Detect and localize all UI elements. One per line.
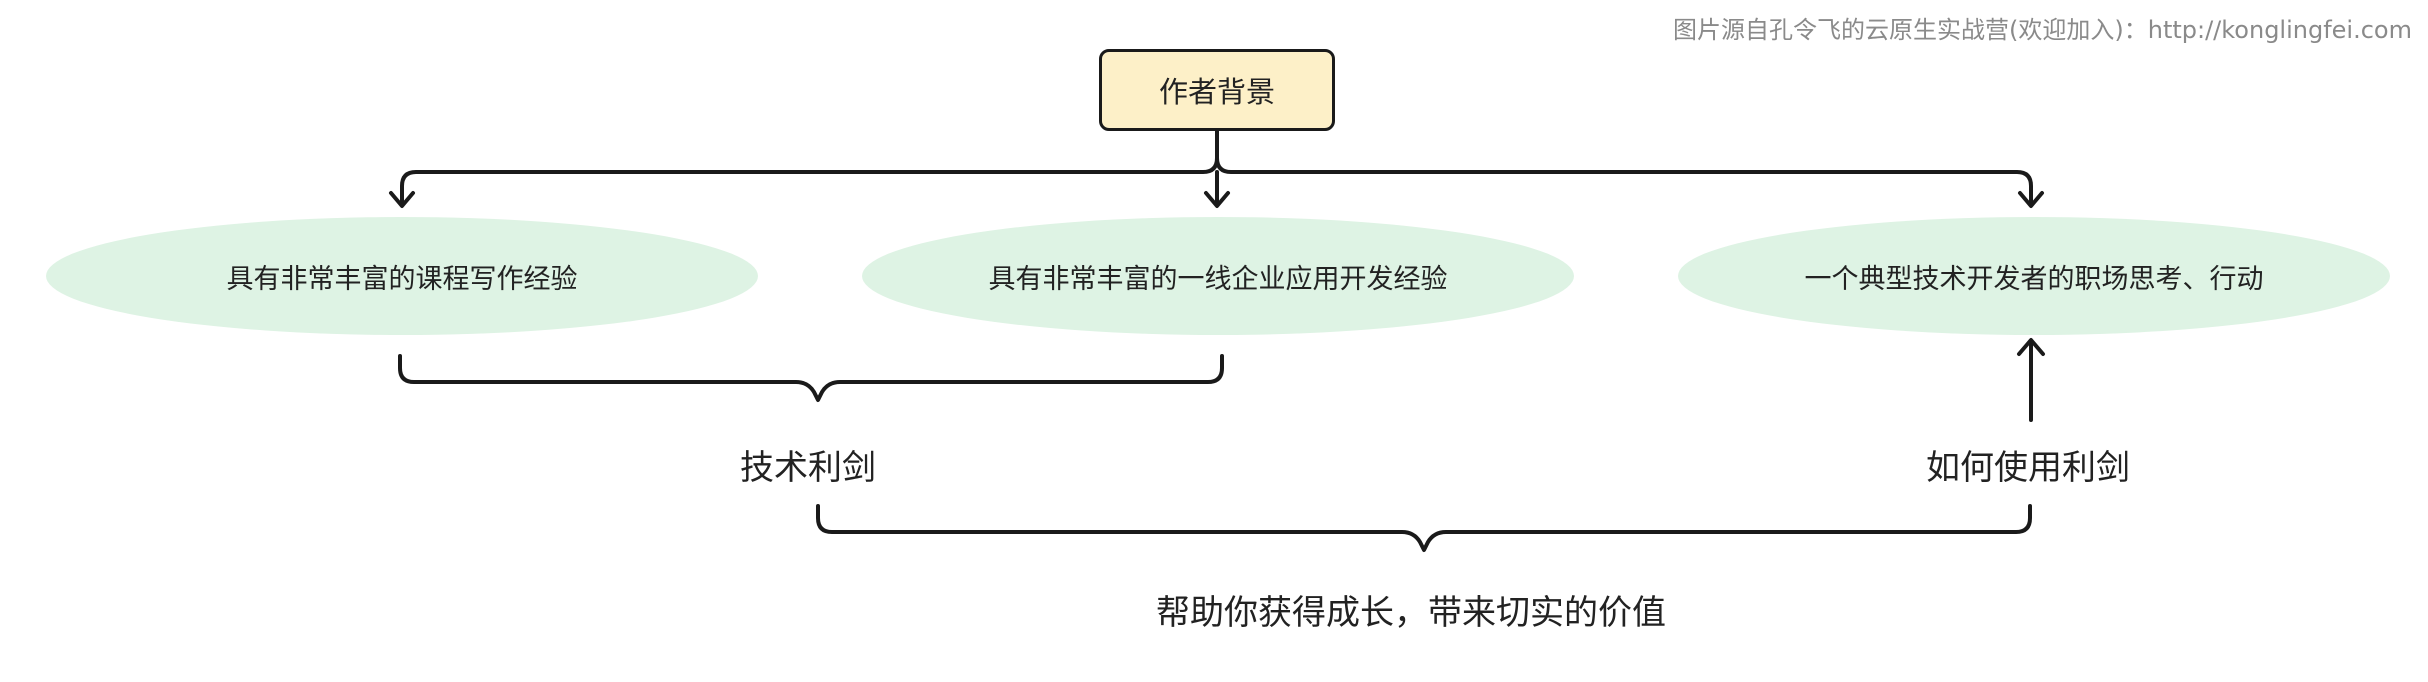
label-how-to-use-sword: 如何使用利剑 [1926, 448, 2130, 488]
arrowhead-middle-icon [1204, 191, 1230, 208]
arrowhead-up-icon [2017, 338, 2045, 356]
child-node-enterprise-dev: 具有非常丰富的一线企业应用开发经验 [862, 217, 1574, 335]
arrowhead-right-icon [2018, 191, 2044, 208]
label-growth-value: 帮助你获得成长，带来切实的价值 [1156, 593, 1666, 633]
root-node-author-background: 作者背景 [1099, 49, 1335, 131]
tree-trunk-line [400, 129, 1219, 205]
watermark-text: 图片源自孔令飞的云原生实战营(欢迎加入)：http://konglingfei.… [1673, 16, 2412, 44]
brace-left [398, 354, 1224, 402]
brace-bottom [816, 504, 2032, 552]
child-node-course-writing: 具有非常丰富的课程写作经验 [46, 217, 758, 335]
label-tech-sword: 技术利剑 [740, 448, 876, 488]
child-node-career-thinking: 一个典型技术开发者的职场思考、行动 [1678, 217, 2390, 335]
tree-branch-right-line [1215, 156, 2033, 205]
arrowhead-left-icon [389, 191, 415, 208]
